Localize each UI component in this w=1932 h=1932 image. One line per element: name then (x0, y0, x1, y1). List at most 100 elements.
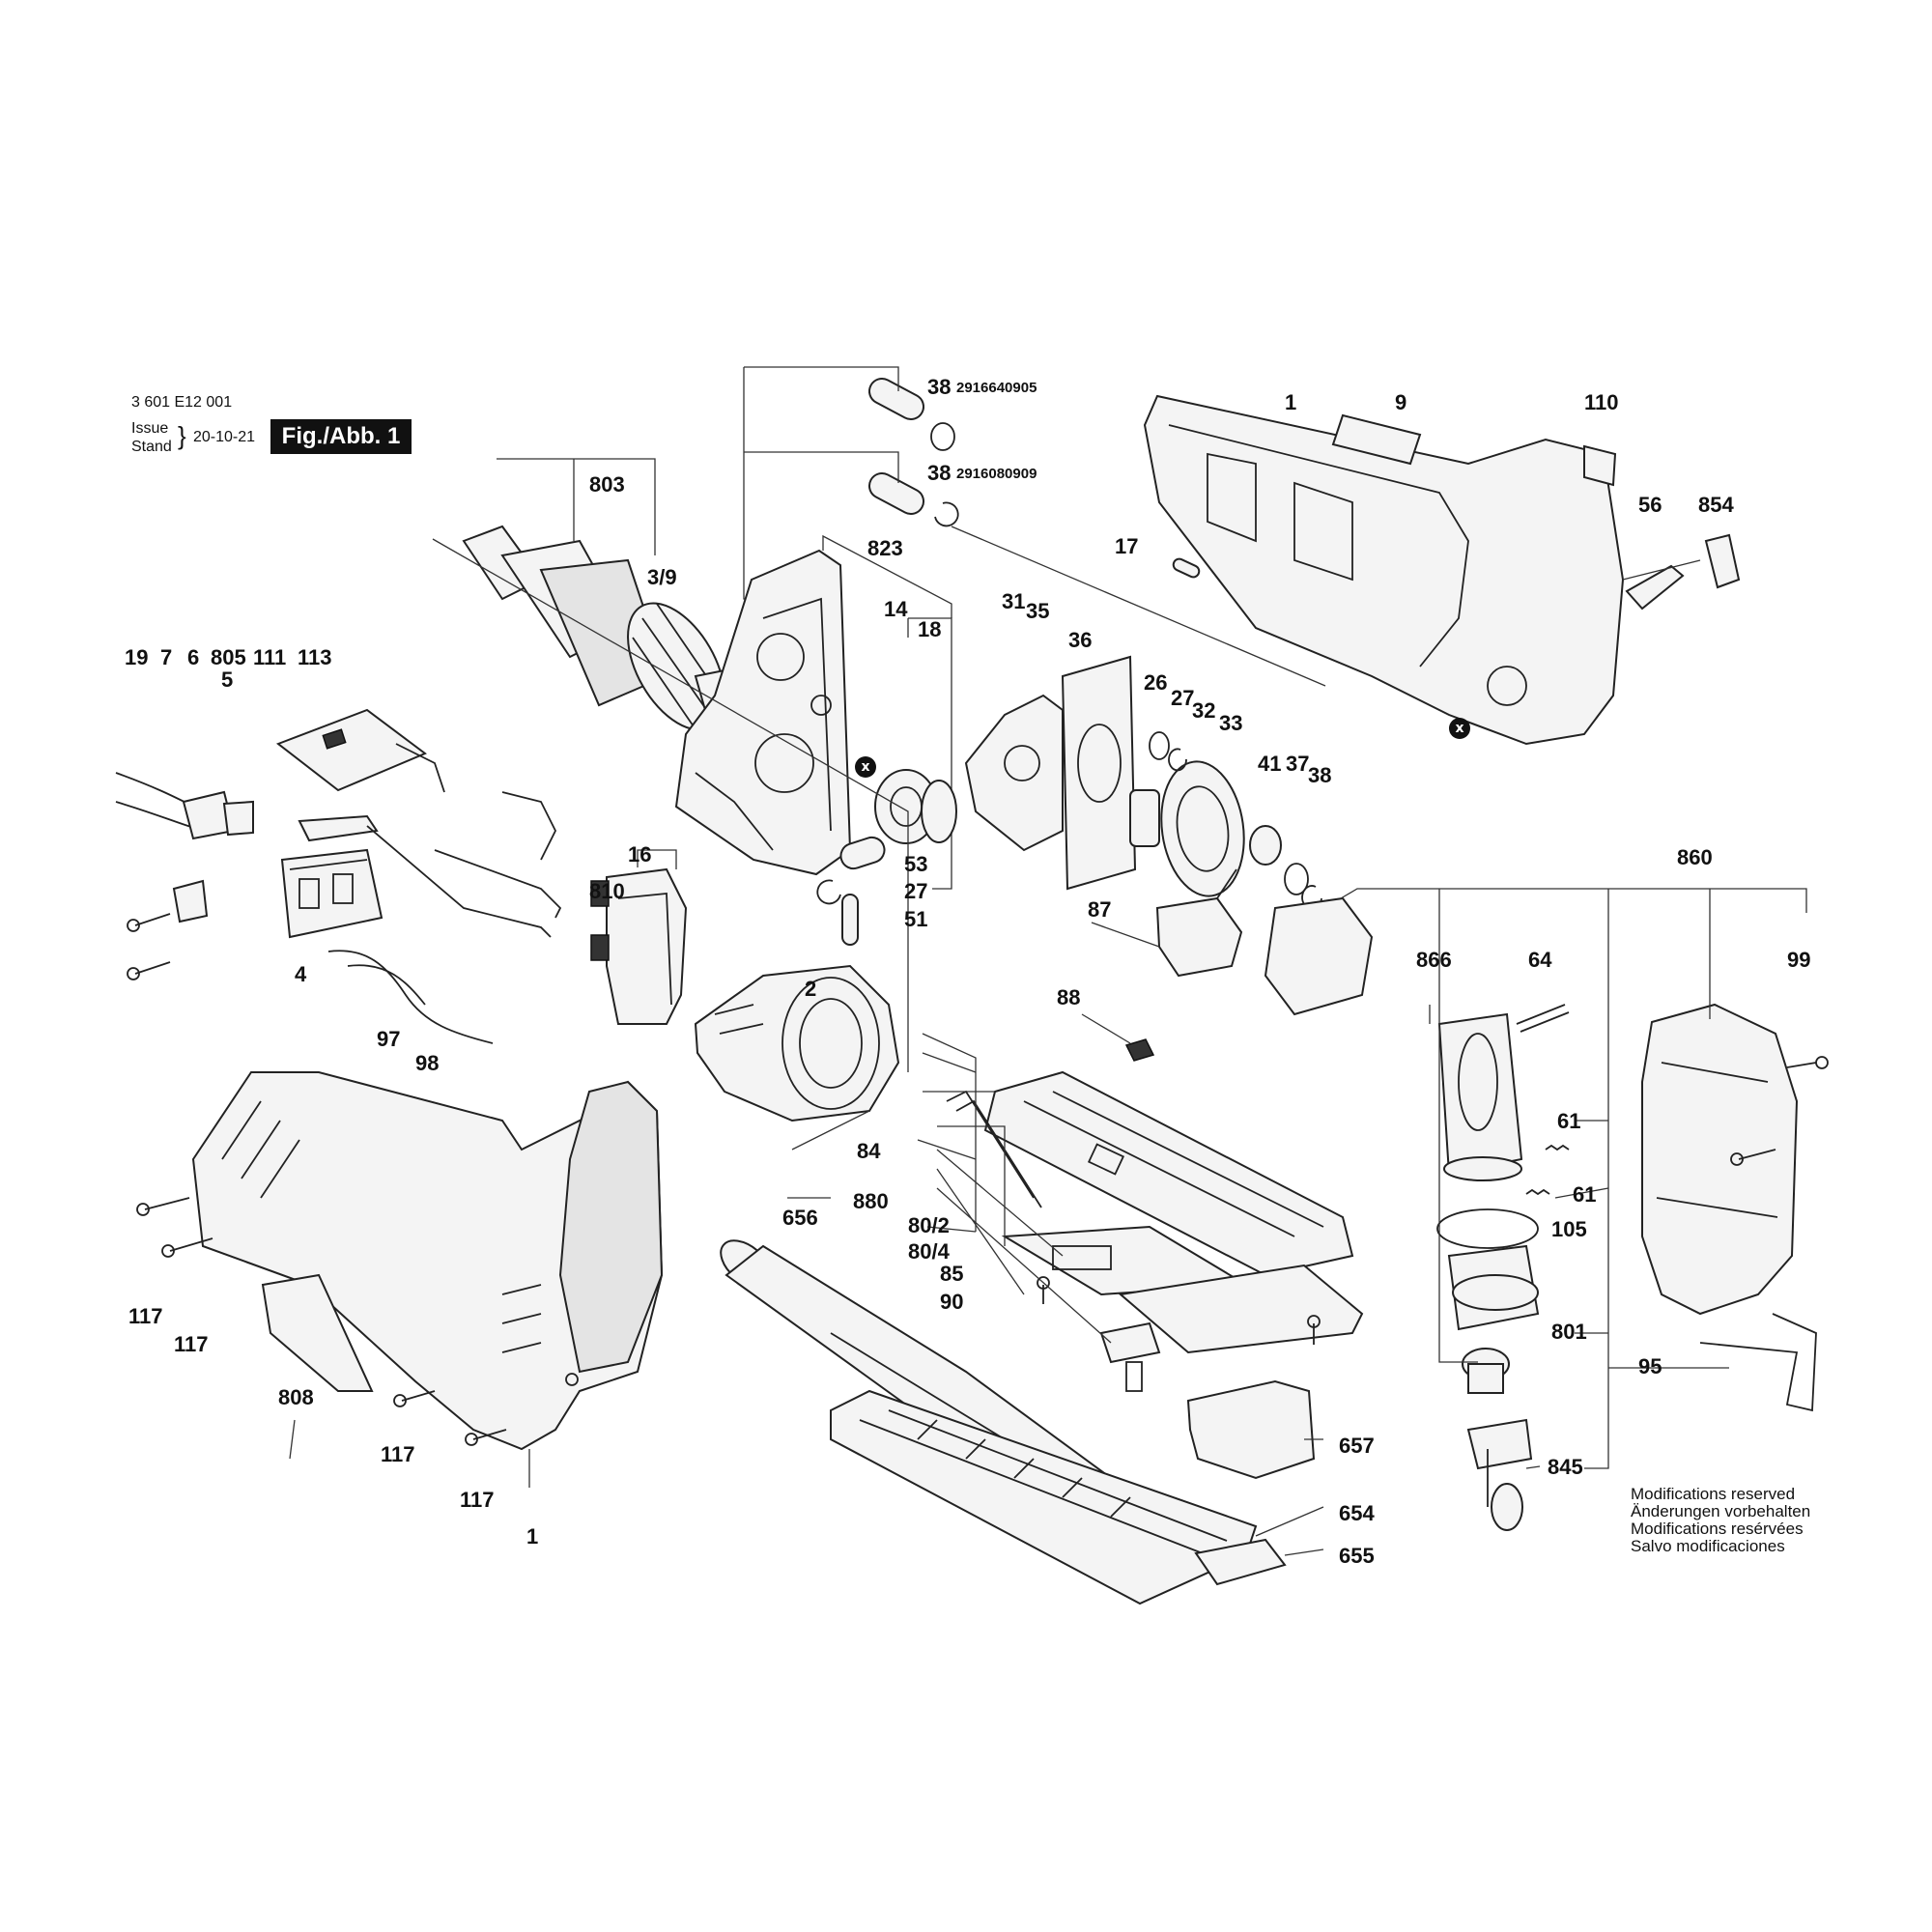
document-number: 3 601 E12 001 (131, 394, 233, 411)
part-number-2916640905: 2916640905 (956, 380, 1037, 396)
plate-36 (1061, 655, 1137, 891)
callout-51: 51 (904, 907, 928, 931)
stand-label: Stand (131, 439, 172, 455)
screws-117 (136, 1197, 507, 1446)
callout-6: 6 (187, 645, 200, 669)
callout-33: 33 (1219, 711, 1243, 735)
electronics-module-113 (275, 708, 445, 793)
callout-26: 26 (1144, 670, 1168, 695)
callout-87: 87 (1088, 897, 1112, 922)
wire-guard-95 (1699, 1313, 1817, 1412)
callout-117-d: 117 (460, 1488, 495, 1512)
callout-656: 656 (782, 1206, 818, 1230)
note-line-fr: Modifications resérvées (1631, 1520, 1804, 1538)
armature-803 (462, 525, 755, 731)
callout-80-2: 80/2 (908, 1213, 950, 1237)
callout-85: 85 (940, 1262, 964, 1286)
callout-2: 2 (805, 977, 817, 1001)
callout-18: 18 (918, 617, 942, 641)
callout-61-a: 61 (1557, 1109, 1581, 1133)
callout-61-b: 61 (1573, 1182, 1597, 1207)
foot-plate-880 (983, 1070, 1354, 1277)
callout-866: 866 (1416, 948, 1452, 972)
housing-half-1 (1143, 394, 1625, 746)
x-marker-left: x (855, 756, 876, 778)
callout-654: 654 (1339, 1501, 1375, 1525)
note-line-de: Änderungen vorbehalten (1631, 1502, 1811, 1520)
screws-19 (127, 913, 171, 980)
sleeve-53 (816, 836, 886, 905)
callout-38-a: 38 (927, 375, 952, 399)
field-2 (694, 964, 900, 1122)
rod-64 (1516, 1004, 1570, 1033)
callout-880: 880 (853, 1189, 889, 1213)
callout-3-9: 3/9 (647, 565, 677, 589)
callout-32: 32 (1192, 698, 1216, 723)
callout-56: 56 (1638, 493, 1662, 517)
callout-657: 657 (1339, 1434, 1375, 1458)
brace-glyph: } (178, 421, 186, 450)
callout-7: 7 (160, 645, 173, 669)
callout-95: 95 (1638, 1354, 1662, 1378)
x-marker-right: x (1449, 718, 1470, 739)
callout-4: 4 (295, 962, 307, 986)
plate-80-4 (1118, 1264, 1364, 1354)
modifications-note: Modifications reserved Änderungen vorbeh… (1631, 1486, 1810, 1555)
bearing-41 (1249, 825, 1282, 866)
callout-53: 53 (904, 852, 928, 876)
callout-38-b: 38 (927, 461, 952, 485)
note-line-es: Salvo modificaciones (1631, 1537, 1785, 1555)
callout-117-c: 117 (381, 1442, 415, 1466)
callout-105: 105 (1551, 1217, 1587, 1241)
callout-38-c: 38 (1308, 763, 1332, 787)
callout-113: 113 (298, 645, 332, 669)
callout-80-4: 80/4 (908, 1239, 950, 1264)
callout-5: 5 (221, 668, 234, 692)
callout-854: 854 (1698, 493, 1734, 517)
lock-button-110 (1583, 444, 1617, 487)
callout-810: 810 (589, 879, 625, 903)
switch-4 (280, 848, 384, 939)
bearing-housing-801 (1447, 1244, 1540, 1331)
lead-wire-4xx (501, 791, 557, 861)
callout-808: 808 (278, 1385, 314, 1409)
brush-holder-16 (606, 867, 688, 1025)
callout-17: 17 (1115, 534, 1139, 558)
callout-117-b: 117 (174, 1332, 209, 1356)
callout-36: 36 (1068, 628, 1093, 652)
callout-64: 64 (1528, 948, 1552, 972)
pin-38-a (867, 378, 955, 451)
callout-27-a: 27 (1171, 686, 1195, 710)
cable-protector-805 (222, 800, 254, 837)
motor-housing-823 (674, 549, 852, 876)
note-line-en: Modifications reserved (1631, 1485, 1796, 1503)
trigger-lever-111 (298, 814, 562, 938)
pin-51 (841, 894, 859, 946)
lever-56 (1625, 564, 1685, 611)
callout-31: 31 (1002, 589, 1026, 613)
figure-label: Fig./Abb. 1 (270, 419, 412, 454)
callout-1-bottom: 1 (526, 1524, 539, 1548)
knob-854 (1704, 533, 1741, 589)
callout-99: 99 (1787, 948, 1811, 972)
roller-845-upper (1462, 1348, 1510, 1394)
callout-1-top: 1 (1285, 390, 1297, 414)
callout-84: 84 (857, 1139, 881, 1163)
handle-housing-1 (191, 1071, 664, 1451)
screws-85-90 (1037, 1276, 1321, 1392)
wires-97-98 (327, 950, 494, 1044)
cable-6 (115, 772, 236, 840)
springs-61 (1525, 1144, 1570, 1196)
bracket-99 (1641, 1003, 1829, 1316)
nut-88 (1124, 1038, 1155, 1062)
screws-99 (1730, 1149, 1776, 1166)
callout-117-a: 117 (128, 1304, 163, 1328)
label-9 (1331, 413, 1422, 466)
callout-35: 35 (1026, 599, 1050, 623)
issue-date: 20-10-21 (193, 429, 256, 445)
callout-90: 90 (940, 1290, 964, 1314)
callout-110: 110 (1584, 390, 1619, 414)
callout-801: 801 (1551, 1320, 1587, 1344)
carrier-860-part (1264, 896, 1374, 1016)
callout-111: 111 (253, 645, 287, 669)
